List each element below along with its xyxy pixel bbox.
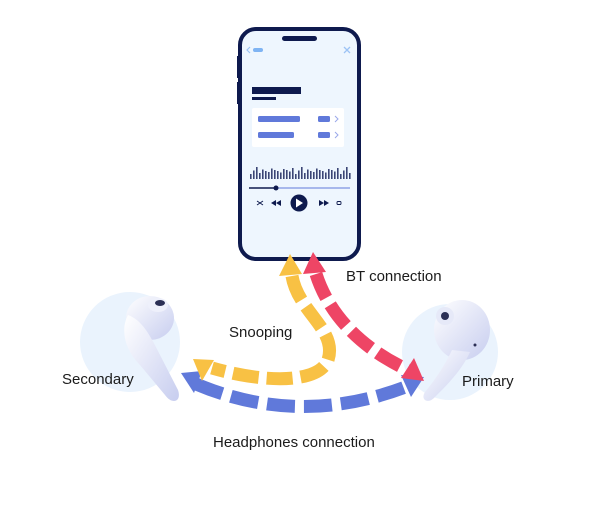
- waveform-bar: [343, 170, 345, 179]
- headphones-connection-arrow: [181, 371, 424, 413]
- waveform-bar: [337, 168, 339, 179]
- waveform-bar: [256, 167, 258, 179]
- waveform-bar: [262, 169, 264, 179]
- snooping-label: Snooping: [229, 324, 293, 341]
- waveform-bar: [277, 171, 279, 179]
- waveform-bar: [328, 169, 330, 179]
- secondary-label: Secondary: [62, 371, 134, 388]
- primary-label: Primary: [462, 373, 514, 390]
- waveform-bar: [349, 173, 351, 179]
- waveform-bar: [250, 174, 252, 179]
- waveform-bar: [331, 170, 333, 179]
- waveform-bar: [322, 171, 324, 179]
- phone-icon: [237, 27, 361, 261]
- waveform-bar: [283, 169, 285, 179]
- play-icon: [290, 194, 308, 212]
- waveform-bar: [316, 168, 318, 179]
- snooping-arrow: [193, 254, 337, 386]
- chevron-right-icon: [334, 115, 339, 123]
- waveform-bar: [274, 170, 276, 179]
- waveform-bar: [280, 172, 282, 179]
- waveform-bar: [325, 172, 327, 179]
- waveform-bar: [319, 170, 321, 179]
- back-icon: [246, 46, 263, 54]
- waveform: [250, 167, 351, 179]
- earbud-icon: [423, 300, 490, 401]
- chevron-right-icon: [334, 131, 339, 139]
- waveform-bar: [334, 171, 336, 179]
- waveform-bar: [298, 170, 300, 179]
- bt-connection-arrow: [303, 252, 424, 381]
- waveform-bar: [307, 169, 309, 179]
- fast-forward-icon: [319, 200, 329, 206]
- headphones-connection-label: Headphones connection: [213, 434, 375, 451]
- waveform-bar: [268, 172, 270, 179]
- waveform-bar: [286, 170, 288, 179]
- waveform-bar: [253, 170, 255, 179]
- waveform-bar: [346, 167, 348, 179]
- waveform-bar: [265, 171, 267, 179]
- repeat-icon: [336, 201, 342, 205]
- bt-connection-label: BT connection: [346, 268, 442, 285]
- waveform-bar: [313, 172, 315, 179]
- earbud-icon: [124, 296, 179, 402]
- waveform-bar: [340, 174, 342, 179]
- waveform-bar: [259, 173, 261, 179]
- rewind-icon: [271, 200, 281, 206]
- waveform-bar: [304, 173, 306, 179]
- waveform-bar: [289, 171, 291, 179]
- waveform-bar: [295, 174, 297, 179]
- waveform-bar: [301, 167, 303, 179]
- waveform-bar: [292, 168, 294, 179]
- shuffle-icon: [256, 200, 264, 206]
- waveform-bar: [271, 168, 273, 179]
- close-icon: [343, 46, 351, 54]
- waveform-bar: [310, 171, 312, 179]
